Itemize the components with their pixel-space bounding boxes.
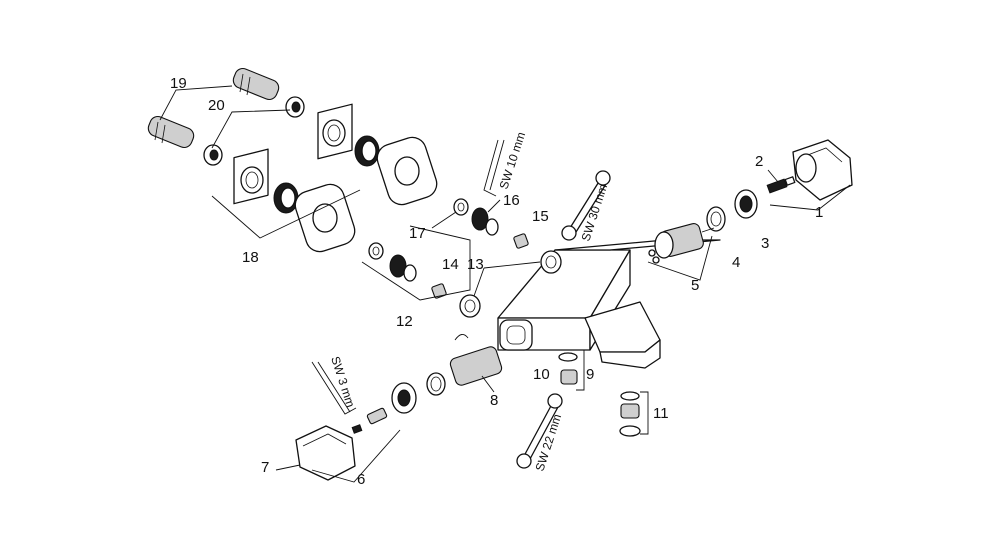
o-ring-10 xyxy=(558,352,578,362)
washer-17-upper xyxy=(453,198,469,216)
callout-15: 15 xyxy=(532,208,549,225)
callout-4: 4 xyxy=(732,254,740,271)
callout-17: 17 xyxy=(409,225,426,242)
callout-11: 11 xyxy=(653,405,669,422)
handle-left xyxy=(295,425,356,481)
callout-2: 2 xyxy=(755,153,763,170)
callout-12: 12 xyxy=(396,313,413,330)
callout-14: 14 xyxy=(442,256,459,273)
nut-8-ring xyxy=(426,372,446,396)
callout-labels: 1 2 3 4 5 6 7 8 9 10 11 12 13 14 15 16 1… xyxy=(170,75,823,488)
nut-15 xyxy=(513,233,529,249)
callout-19: 19 xyxy=(170,75,187,92)
callout-3: 3 xyxy=(761,235,769,252)
leader-lines xyxy=(159,85,851,483)
callout-5: 5 xyxy=(691,277,699,294)
wall-plate-lower xyxy=(233,148,269,205)
callout-6: 6 xyxy=(357,471,365,488)
screw-set-2 xyxy=(766,176,796,194)
wrench-sw30 xyxy=(561,170,611,241)
callout-13: 13 xyxy=(467,256,484,273)
callout-8: 8 xyxy=(490,392,498,409)
hex-key-sw3 xyxy=(311,361,357,415)
seal-ring-upper xyxy=(354,135,380,167)
filter-16-lower xyxy=(389,254,417,282)
union-nut-13-lower xyxy=(459,294,481,318)
washer-17-lower xyxy=(368,242,384,260)
check-valve-20-lower xyxy=(203,144,223,166)
nut-14 xyxy=(431,283,447,299)
union-nut-13-upper xyxy=(540,250,562,274)
callout-20: 20 xyxy=(208,97,225,114)
adapter-ring-3 xyxy=(734,189,758,219)
check-valve-20-upper xyxy=(285,96,305,118)
callout-9: 9 xyxy=(586,366,594,383)
wrench-sw22 xyxy=(516,393,563,469)
thermostat-cartridge-8 xyxy=(449,334,503,386)
callout-18: 18 xyxy=(242,249,259,266)
cartridge-5 xyxy=(648,223,715,264)
escutcheon-upper xyxy=(376,136,438,206)
seal-ring-lower xyxy=(273,182,299,214)
callout-10: 10 xyxy=(533,366,550,383)
wall-plate-upper xyxy=(317,103,353,160)
tool-label-sw3: SW 3 mm xyxy=(328,355,358,409)
aerator-11 xyxy=(619,391,641,437)
tool-label-sw10: SW 10 mm xyxy=(497,130,529,191)
set-screw-6 xyxy=(351,407,388,434)
filter-16 xyxy=(471,207,499,236)
connector-19-upper xyxy=(232,67,280,101)
escutcheon-lower xyxy=(294,183,356,253)
adapter-6 xyxy=(391,382,417,414)
nozzle-9 xyxy=(560,369,578,385)
callout-7: 7 xyxy=(261,459,269,476)
nut-4 xyxy=(706,206,726,232)
handle-right xyxy=(792,139,853,201)
mixer-body xyxy=(497,239,721,369)
callout-1: 1 xyxy=(815,204,823,221)
hex-key-sw10 xyxy=(483,139,505,197)
connector-19-lower xyxy=(147,115,195,149)
callout-16: 16 xyxy=(503,192,520,209)
